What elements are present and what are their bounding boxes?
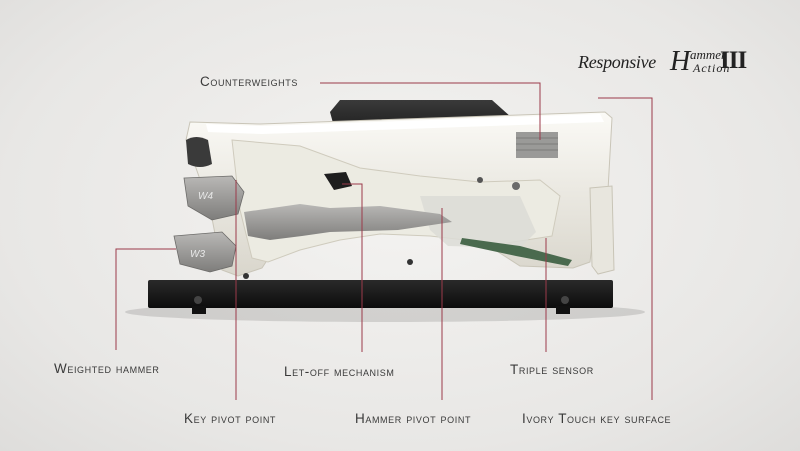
label-hammer-pivot: Hammer pivot point: [355, 411, 472, 426]
weight-label-w3: W3: [190, 249, 205, 260]
leader-weighted-hammer: [115, 248, 176, 350]
let-off-part: [324, 172, 352, 190]
hammer-w4: W4: [183, 175, 245, 221]
base-foot: [192, 306, 206, 314]
label-triple-sensor: Triple sensor: [510, 362, 594, 377]
label-counterweights: Counterweights: [200, 74, 298, 89]
label-weighted-hammer: Weighted hammer: [54, 361, 160, 376]
key-top-surface: [206, 114, 604, 134]
jack-translucent: [420, 196, 536, 248]
base-screw: [561, 296, 569, 304]
hammer-shank: [244, 204, 452, 240]
weight-label-w4: W4: [198, 191, 213, 202]
label-key-pivot: Key pivot point: [184, 411, 277, 426]
leader-counterweights: [320, 82, 541, 140]
logo-h: H: [670, 46, 691, 77]
counterweight-block: [516, 132, 558, 158]
logo-ammer: ammer: [690, 47, 727, 62]
hammer-w3: W3: [173, 231, 237, 273]
logo-responsive: Responsive: [578, 52, 656, 72]
label-ivory-touch: Ivory Touch key surface: [522, 411, 672, 426]
logo-action: Action: [693, 61, 731, 75]
leader-lines: [115, 82, 653, 400]
label-let-off: Let-off mechanism: [284, 364, 395, 379]
sensor-board: [460, 238, 572, 266]
leader-ivory-touch: [598, 97, 653, 400]
right-frame: [589, 185, 615, 275]
base-foot: [556, 306, 570, 314]
front-felt: [186, 137, 212, 167]
base-rail: [148, 280, 613, 308]
base-screw: [194, 296, 202, 304]
leader-let-off: [342, 183, 363, 352]
logo-roman-numeral: III: [720, 47, 747, 74]
brand-logo: Responsive H ammer Action III: [578, 44, 758, 84]
